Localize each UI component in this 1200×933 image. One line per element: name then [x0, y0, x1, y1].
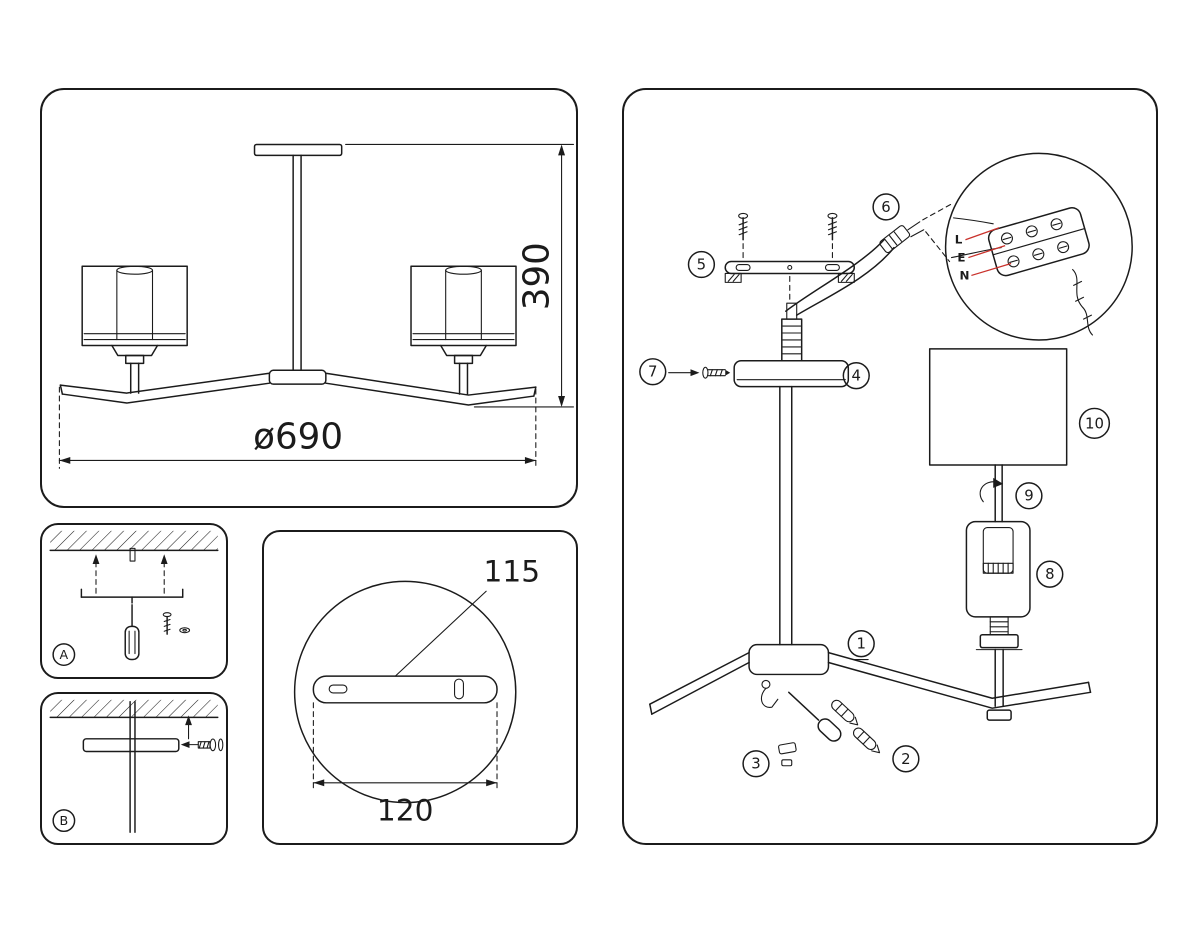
mount-plate	[312, 675, 498, 704]
wall-anchors	[831, 699, 881, 754]
socket	[965, 520, 1031, 721]
center-hub	[268, 369, 327, 385]
callout-10: 10	[1078, 407, 1111, 439]
small-fittings	[778, 742, 797, 767]
plate-width-dimension: 120	[312, 702, 498, 827]
screwdriver-handle	[817, 718, 842, 742]
wire-label-n: N	[959, 268, 969, 282]
callout-4: 4	[842, 362, 870, 390]
washer-icon	[179, 627, 191, 634]
callout-9-label: 9	[1024, 487, 1033, 505]
callout-9: 9	[1015, 482, 1043, 510]
shade	[928, 348, 1068, 523]
mount-plate-detail-panel: 115 120	[262, 530, 578, 845]
lamp-arms	[59, 372, 537, 406]
ceiling-plate	[253, 143, 343, 157]
callout-3-label: 3	[751, 755, 760, 773]
height-dimension-label: 390	[517, 242, 558, 310]
plate-width-label: 120	[377, 793, 434, 827]
callout-3: 3	[742, 750, 770, 778]
callout-5-label: 5	[697, 255, 706, 273]
front-view-panel: 390 ø690	[40, 88, 578, 508]
front-view-drawing: 390 ø690	[58, 143, 575, 469]
leader-n	[971, 262, 1012, 277]
ceiling-hatch	[49, 530, 219, 562]
step-b-badge-label: B	[60, 813, 69, 828]
detail-circle	[293, 580, 517, 804]
screwdriver-icon	[124, 604, 140, 661]
wire-label-e: E	[957, 251, 965, 265]
callout-5: 5	[687, 250, 716, 279]
callout-2-label: 2	[901, 750, 910, 768]
canopy-screw	[668, 366, 731, 379]
anchor-guides	[80, 554, 184, 604]
callout-6-label: 6	[881, 198, 890, 216]
diameter-dimension-label: ø690	[253, 417, 343, 458]
supply-wires	[785, 203, 953, 316]
hanger-rod	[292, 154, 302, 372]
callout-1: 1	[847, 630, 875, 658]
step-a-panel: A	[40, 523, 228, 679]
screw-icon	[162, 612, 172, 635]
step-a-badge-label: A	[60, 647, 69, 662]
callout-4-label: 4	[852, 367, 861, 385]
wiring-detail: L E N	[944, 152, 1133, 341]
callout-2: 2	[892, 745, 920, 773]
hub-and-arms	[649, 643, 1092, 715]
height-dimension: 390	[345, 143, 575, 408]
step-b-panel: B	[40, 692, 228, 845]
hanger-rod	[129, 701, 136, 834]
step-a-badge: A	[52, 643, 76, 667]
step-b-drawing: B	[49, 699, 224, 834]
exploded-view-drawing: L E N	[639, 152, 1133, 778]
wire-label-l: L	[955, 233, 963, 247]
step-b-badge: B	[52, 809, 76, 833]
callout-7-label: 7	[648, 363, 657, 381]
push-up-arrow	[185, 715, 192, 740]
hook-hardware	[760, 679, 842, 742]
callout-6: 6	[872, 193, 900, 221]
mount-plate-detail-drawing: 115 120	[293, 554, 541, 827]
slot-distance-dimension: 115	[394, 554, 541, 677]
step-a-drawing: A	[49, 530, 219, 667]
callout-8-label: 8	[1045, 565, 1054, 583]
main-rod	[779, 385, 793, 646]
terminal-block	[987, 207, 1090, 277]
right-shade	[410, 265, 517, 395]
side-screw	[180, 738, 224, 752]
callout-10-label: 10	[1085, 414, 1104, 432]
canopy	[733, 302, 850, 388]
leader-e	[968, 245, 1006, 259]
callout-1-label: 1	[856, 635, 865, 653]
ceiling-bracket	[724, 212, 856, 302]
exploded-view-panel: L E N	[622, 88, 1158, 845]
slot-distance-label: 115	[484, 554, 541, 588]
callout-7: 7	[639, 358, 667, 386]
diameter-dimension: ø690	[58, 386, 537, 469]
canopy-plate	[82, 738, 180, 753]
left-shade	[81, 265, 188, 394]
callout-8: 8	[1036, 560, 1064, 588]
leader-l	[965, 227, 1000, 241]
ceiling-hatch	[49, 699, 219, 719]
ground-wire	[1072, 268, 1094, 336]
